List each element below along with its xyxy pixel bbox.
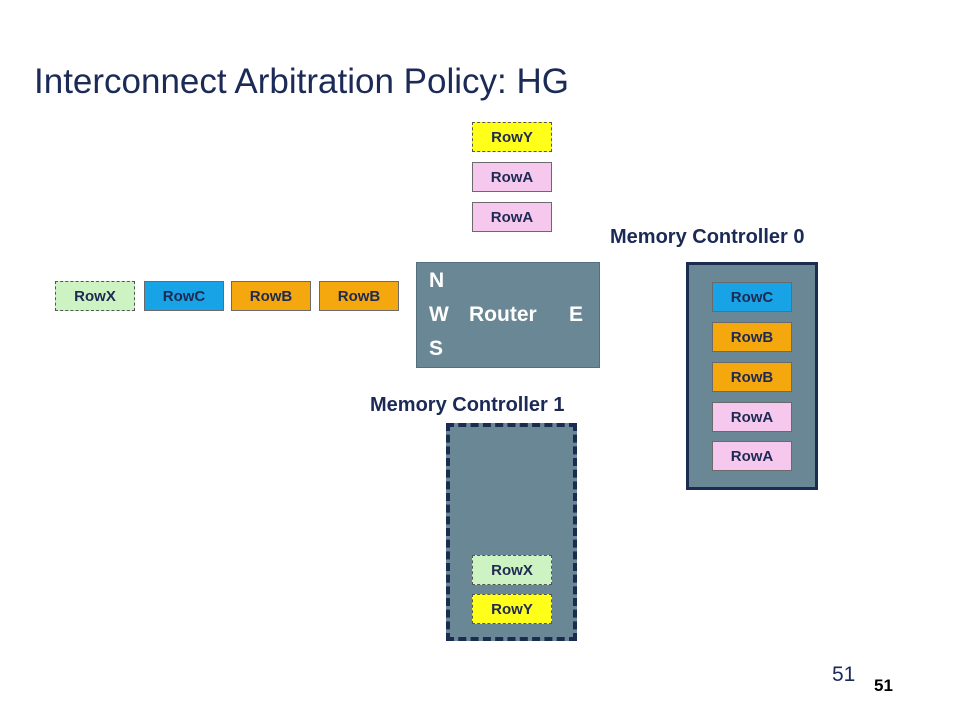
north-queue-item: RowA [472, 162, 552, 192]
router-east-port: E [569, 303, 584, 326]
mc0-queue-item: RowA [712, 441, 792, 471]
mc1-queue-item: RowX [472, 555, 552, 585]
west-queue-item: RowX [55, 281, 135, 311]
router-west-port: W [429, 303, 449, 326]
west-queue-item: RowB [319, 281, 399, 311]
north-queue-item: RowY [472, 122, 552, 152]
mc0-queue-item: RowC [712, 282, 792, 312]
router-node: N W Router E S [416, 262, 600, 368]
slide-title: Interconnect Arbitration Policy: HG [34, 62, 569, 101]
west-queue-item: RowC [144, 281, 224, 311]
page-number-bold: 51 [874, 676, 893, 695]
west-queue-item: RowB [231, 281, 311, 311]
page-number: 51 [832, 663, 856, 686]
mc0-queue-item: RowA [712, 402, 792, 432]
memory-controller-1-label: Memory Controller 1 [370, 394, 565, 416]
mc0-queue-item: RowB [712, 322, 792, 352]
router-label: Router [469, 303, 537, 326]
router-north-port: N [429, 269, 445, 292]
mc0-queue-item: RowB [712, 362, 792, 392]
memory-controller-0-label: Memory Controller 0 [610, 226, 805, 248]
router-south-port: S [429, 337, 444, 360]
mc1-queue-item: RowY [472, 594, 552, 624]
north-queue-item: RowA [472, 202, 552, 232]
